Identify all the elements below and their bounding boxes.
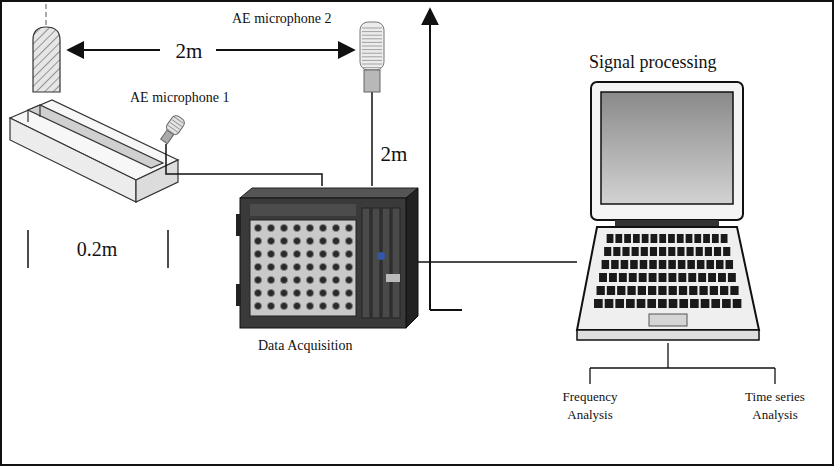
workpiece bbox=[10, 100, 178, 202]
dimension-arrow bbox=[68, 49, 160, 51]
node-label: Signal processing bbox=[589, 52, 717, 73]
dimension-tick bbox=[430, 309, 462, 311]
analysis-text: Frequency Analysis bbox=[545, 388, 635, 423]
dimension-label: 2m bbox=[374, 140, 414, 168]
node-label: AE microphone 1 bbox=[130, 90, 230, 106]
dimension-label: 2m bbox=[166, 37, 212, 65]
dimension-text: 2m bbox=[374, 140, 414, 168]
dimension-bar bbox=[27, 230, 29, 268]
analysis-text: Time series Analysis bbox=[728, 388, 822, 423]
microphone-node: AE microphone 2 bbox=[232, 8, 392, 96]
acquisition-node: Data Acquisition bbox=[236, 184, 422, 366]
node-illustration bbox=[575, 50, 763, 344]
node-label: Data Acquisition bbox=[258, 338, 353, 354]
microphone bbox=[360, 22, 384, 92]
dimension-arrow bbox=[429, 9, 431, 310]
branch-lines bbox=[590, 343, 775, 384]
cable bbox=[371, 84, 373, 186]
cable bbox=[166, 144, 322, 186]
analysis-label: Time series Analysis bbox=[728, 388, 822, 423]
dimension-bar bbox=[167, 230, 169, 268]
microphone-node: AE microphone 1 bbox=[128, 90, 246, 150]
node-label: AE microphone 2 bbox=[232, 11, 332, 27]
dimension-label: 0.2m bbox=[52, 236, 142, 263]
dimension-text: 0.2m bbox=[52, 236, 142, 263]
cutting-tool bbox=[33, 4, 60, 92]
cable bbox=[414, 261, 577, 263]
microphone bbox=[158, 114, 186, 146]
daq-device bbox=[236, 188, 418, 328]
dimension-arrow bbox=[216, 49, 354, 51]
dimension-text: 2m bbox=[166, 37, 212, 65]
analysis-label: Frequency Analysis bbox=[545, 388, 635, 423]
computer-node: Signal processing bbox=[575, 50, 763, 344]
laptop bbox=[577, 82, 759, 340]
